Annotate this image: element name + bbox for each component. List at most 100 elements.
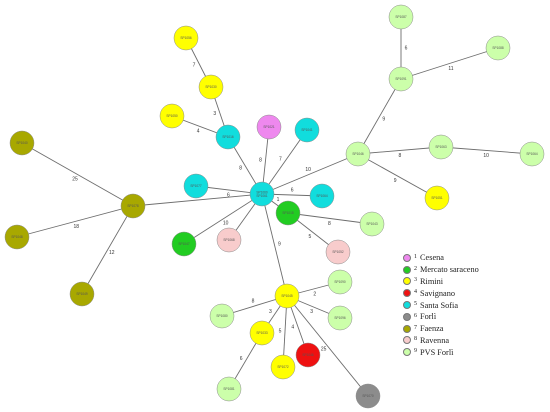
node-label: SP1070 bbox=[362, 394, 374, 398]
node-label: SP1047 bbox=[178, 242, 190, 246]
node-n_bot_p4[interactable]: SP1081 bbox=[216, 376, 242, 402]
node-n_rimini_r[interactable]: SP1051 bbox=[424, 185, 450, 211]
edge-weight-label: 4 bbox=[197, 129, 200, 135]
edge-weight-label: 2 bbox=[313, 291, 316, 297]
node-n_pvs_far[interactable]: SP1064 bbox=[519, 141, 545, 167]
node-n_pvs_hub2[interactable]: SP1091 bbox=[388, 66, 414, 92]
node-circle-rimini[interactable] bbox=[198, 74, 224, 100]
node-circle-pvs_forli[interactable] bbox=[359, 211, 385, 237]
node-circle-santa_sofia[interactable] bbox=[215, 124, 241, 150]
node-circle-pvs_forli[interactable] bbox=[327, 305, 353, 331]
edge-weight-label: 10 bbox=[223, 221, 229, 227]
node-circle-santa_sofia[interactable] bbox=[294, 117, 320, 143]
node-n_bot_p1[interactable]: SP1090 bbox=[327, 269, 353, 295]
node-circle-pvs_forli[interactable] bbox=[388, 66, 414, 92]
node-label: SP1078 bbox=[127, 204, 139, 208]
node-n_top_c2[interactable]: SP1041 bbox=[294, 117, 320, 143]
node-circle-rimini[interactable] bbox=[249, 320, 275, 346]
node-n_top_y1[interactable]: SP1056 bbox=[173, 25, 199, 51]
node-n_forli[interactable]: SP1070 bbox=[355, 383, 381, 409]
node-n_bot_hub[interactable]: SP1045 bbox=[274, 283, 300, 309]
node-circle-pvs_forli[interactable] bbox=[216, 376, 242, 402]
node-label: SP1040 bbox=[16, 141, 28, 145]
legend-label: Savignano bbox=[420, 288, 456, 298]
legend-number: 2 bbox=[414, 265, 417, 272]
legend-label: Faenza bbox=[420, 324, 444, 334]
node-circle-mercato_saraceno[interactable] bbox=[171, 231, 197, 257]
node-n_pvs_top2[interactable]: SP1088 bbox=[485, 35, 511, 61]
edge-weight-label: 7 bbox=[279, 157, 282, 163]
node-circle-pvs_forli[interactable] bbox=[485, 35, 511, 61]
edge-n_pvs_mid-n_pvs_far bbox=[440, 146, 533, 155]
node-n_top_c1[interactable]: SP1016 bbox=[215, 124, 241, 150]
node-n_right_c[interactable]: SP1064 bbox=[309, 183, 335, 209]
node-n_pvs_top1[interactable]: SP1087 bbox=[388, 4, 414, 30]
node-n_mer2[interactable]: SP1015 bbox=[275, 200, 301, 226]
edge-weight-label: 8 bbox=[328, 221, 331, 227]
node-n_cesena[interactable]: SP1021 bbox=[256, 114, 282, 140]
node-circle-rimini[interactable] bbox=[270, 354, 296, 380]
node-circle-rimini[interactable] bbox=[173, 25, 199, 51]
node-n_pvs_hub[interactable]: SP1046 bbox=[345, 141, 371, 167]
node-n_rav2[interactable]: SP1052 bbox=[325, 239, 351, 265]
node-label: SP1088 bbox=[492, 46, 504, 50]
node-circle-rimini[interactable] bbox=[159, 103, 185, 129]
node-n_top_y3[interactable]: SP1050 bbox=[159, 103, 185, 129]
node-n_faenza2[interactable]: SP1048 bbox=[4, 224, 30, 250]
node-circle-faenza[interactable] bbox=[69, 281, 95, 307]
node-n_sav[interactable]: SP1046 bbox=[295, 342, 321, 368]
node-circle-pvs_forli[interactable] bbox=[345, 141, 371, 167]
node-circle-rimini[interactable] bbox=[274, 283, 300, 309]
node-label: SP1046 bbox=[352, 152, 364, 156]
node-circle-pvs_forli[interactable] bbox=[209, 303, 235, 329]
node-n_pvs_r1[interactable]: SP1043 bbox=[359, 211, 385, 237]
node-circle-santa_sofia[interactable] bbox=[249, 181, 275, 207]
node-label: SP1015 bbox=[282, 211, 294, 215]
node-n_bot_y2[interactable]: SP1072 bbox=[270, 354, 296, 380]
edge-n_faenza3-n_faenza_hub bbox=[81, 205, 134, 295]
node-circle-santa_sofia[interactable] bbox=[183, 173, 209, 199]
node-circle-forli[interactable] bbox=[355, 383, 381, 409]
node-circle-savignano[interactable] bbox=[295, 342, 321, 368]
node-n_mer1[interactable]: SP1047 bbox=[171, 231, 197, 257]
node-n_faenza_hub[interactable]: SP1078 bbox=[120, 193, 146, 219]
node-n_bot_p2[interactable]: SP1096 bbox=[327, 305, 353, 331]
node-circle-rimini[interactable] bbox=[424, 185, 450, 211]
node-circle-pvs_forli[interactable] bbox=[388, 4, 414, 30]
node-circle-faenza[interactable] bbox=[120, 193, 146, 219]
legend-swatch bbox=[403, 348, 411, 357]
edge-weight-label: 5 bbox=[309, 234, 312, 240]
node-circle-pvs_forli[interactable] bbox=[428, 134, 454, 160]
node-circle-pvs_forli[interactable] bbox=[519, 141, 545, 167]
node-circle-santa_sofia[interactable] bbox=[309, 183, 335, 209]
legend-swatch bbox=[403, 301, 411, 310]
node-circle-cesena[interactable] bbox=[256, 114, 282, 140]
node-n_bot_y1[interactable]: SP1033 bbox=[249, 320, 275, 346]
node-n_left_c[interactable]: SP1077 bbox=[183, 173, 209, 199]
node-circle-faenza[interactable] bbox=[4, 224, 30, 250]
edge-n_faenza_hub-hub bbox=[132, 193, 263, 207]
node-label: SP1056 bbox=[180, 36, 192, 40]
node-n_pvs_mid[interactable]: SP1063 bbox=[428, 134, 454, 160]
node-label: SP1052 bbox=[332, 250, 344, 254]
node-label: SP1081 bbox=[223, 387, 235, 391]
node-label: SP1096 bbox=[334, 316, 346, 320]
node-n_bot_p3[interactable]: SP1080 bbox=[209, 303, 235, 329]
node-circle-ravenna[interactable] bbox=[325, 239, 351, 265]
node-n_rav1[interactable]: SP1068 bbox=[216, 227, 242, 253]
edge-weight-label: 3 bbox=[310, 309, 313, 315]
node-circle-ravenna[interactable] bbox=[216, 227, 242, 253]
node-circle-mercato_saraceno[interactable] bbox=[275, 200, 301, 226]
node-circle-faenza[interactable] bbox=[9, 130, 35, 156]
edge-weight-label: 1 bbox=[277, 197, 280, 203]
edge-n_pvs_hub-n_rimini_r bbox=[357, 153, 438, 199]
node-circle-pvs_forli[interactable] bbox=[327, 269, 353, 295]
node-n_faenza3[interactable]: SP1049 bbox=[69, 281, 95, 307]
node-n_top_y2[interactable]: SP1030 bbox=[198, 74, 224, 100]
edge-weight-label: 9 bbox=[394, 178, 397, 184]
node-n_faenza1[interactable]: SP1040 bbox=[9, 130, 35, 156]
